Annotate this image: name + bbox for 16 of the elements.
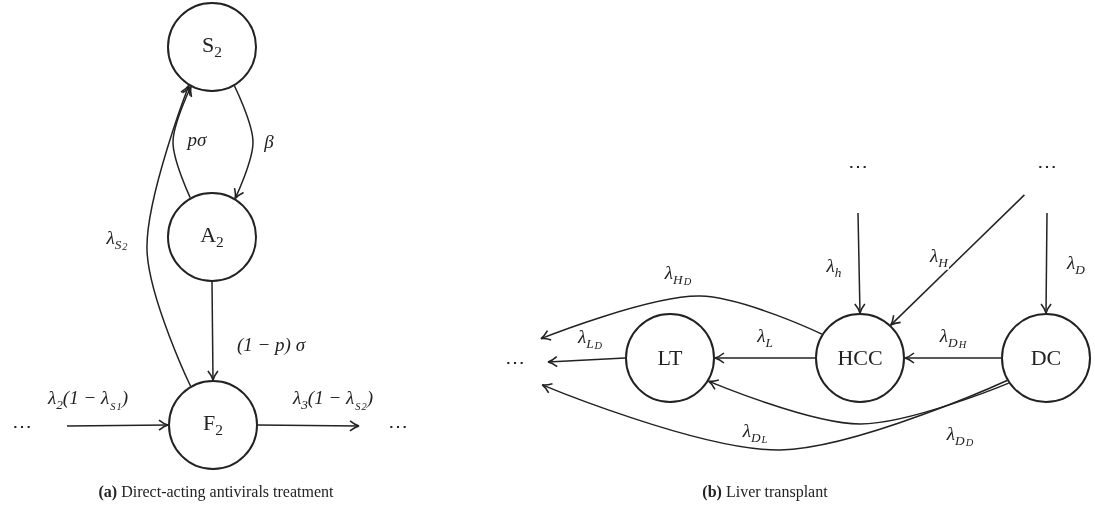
state-label: F$_{2}$ xyxy=(203,410,223,440)
edge-label: λ$_{3}$(1 − λ$_{S}$$_{2}$) xyxy=(292,387,374,413)
edge-label: λ$_{2}$(1 − λ$_{S}$$_{1}$) xyxy=(47,387,129,413)
edge-label: (1 − p) σ xyxy=(235,334,307,356)
figure-caption: (b) Liver transplant xyxy=(702,483,828,501)
ellipsis-text: ⋯ xyxy=(840,156,876,176)
figure-caption: (a) Direct-acting antivirals treatment xyxy=(98,483,334,501)
state-label: HCC xyxy=(837,345,883,371)
ellipsis-text: ⋯ xyxy=(498,352,532,372)
state-label: LT xyxy=(657,345,683,371)
state-label: S$_{2}$ xyxy=(202,32,222,62)
ellipsis-text: ⋯ xyxy=(5,416,39,436)
ellipsis-text: ⋯ xyxy=(381,416,415,436)
state-label: DC xyxy=(1030,345,1062,371)
ellipsis-text: ⋯ xyxy=(1029,156,1065,176)
state-label: A$_{2}$ xyxy=(200,222,224,252)
